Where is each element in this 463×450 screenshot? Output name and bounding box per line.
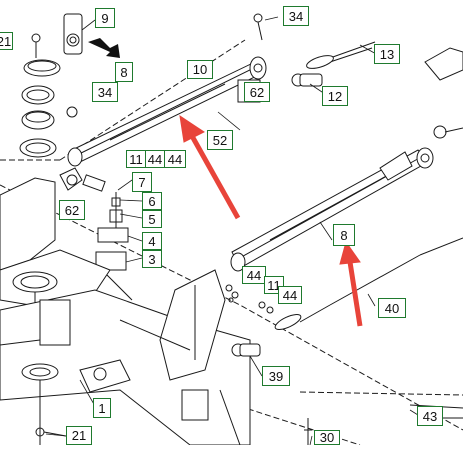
machine-frame: [0, 177, 251, 446]
callout-44-upper-a: 44: [145, 150, 165, 168]
callout-11-upper: 11: [126, 150, 146, 168]
callout-44-lower-a: 44: [242, 266, 266, 284]
black-pointer-arrow: [88, 38, 120, 58]
callout-8-top: 8: [115, 62, 133, 82]
upper-hydraulic-cylinder: [59, 56, 267, 191]
callout-62-upper: 62: [244, 82, 270, 102]
callout-43: 43: [417, 406, 443, 426]
callout-4: 4: [142, 232, 162, 250]
callout-44-upper-b: 44: [164, 150, 186, 168]
callout-8-lower: 8: [333, 224, 355, 246]
callout-40: 40: [378, 298, 406, 318]
left-parts-column: [19, 33, 61, 158]
callout-12: 12: [322, 86, 348, 106]
top-clip-parts: [63, 13, 263, 118]
callout-5: 5: [142, 210, 162, 228]
callout-1: 1: [93, 398, 111, 418]
callout-62-lower: 62: [59, 200, 85, 220]
callout-30: 30: [314, 430, 340, 445]
callout-13: 13: [374, 44, 400, 64]
highlight-arrows: [179, 114, 363, 327]
callout-6: 6: [142, 192, 162, 210]
callout-9: 9: [95, 8, 115, 28]
leader-lines: [45, 16, 419, 446]
callout-52: 52: [207, 130, 233, 150]
callout-44-lower-b: 44: [278, 286, 302, 304]
callout-3: 3: [142, 250, 162, 268]
callout-21-top: 21: [0, 32, 13, 50]
callout-7: 7: [132, 172, 152, 192]
callout-11-lower: 11: [264, 276, 284, 294]
right-side-parts: [35, 41, 463, 445]
lower-hydraulic-cylinder: [230, 147, 434, 272]
callout-10: 10: [187, 60, 213, 79]
callout-39: 39: [262, 366, 290, 386]
callout-34-top: 34: [283, 6, 309, 26]
callout-34-left: 34: [92, 82, 118, 102]
callout-21-bottom: 21: [66, 426, 92, 445]
